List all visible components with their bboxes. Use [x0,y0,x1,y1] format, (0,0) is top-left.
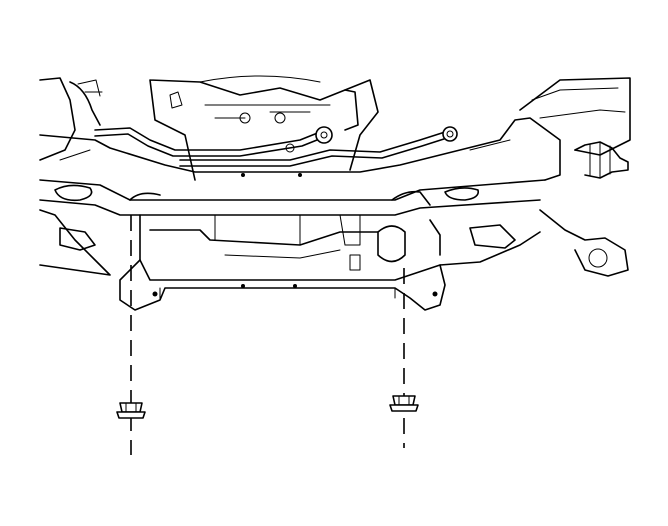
engine-block [149,75,379,181]
flange-nut-right [389,395,419,412]
flange-nut-left [116,402,146,419]
brake-line [94,126,458,167]
steering-gear [519,77,631,277]
subframe [59,214,541,311]
cross-member [39,117,561,216]
left-suspension [39,77,111,276]
fastener-axis [130,215,405,455]
